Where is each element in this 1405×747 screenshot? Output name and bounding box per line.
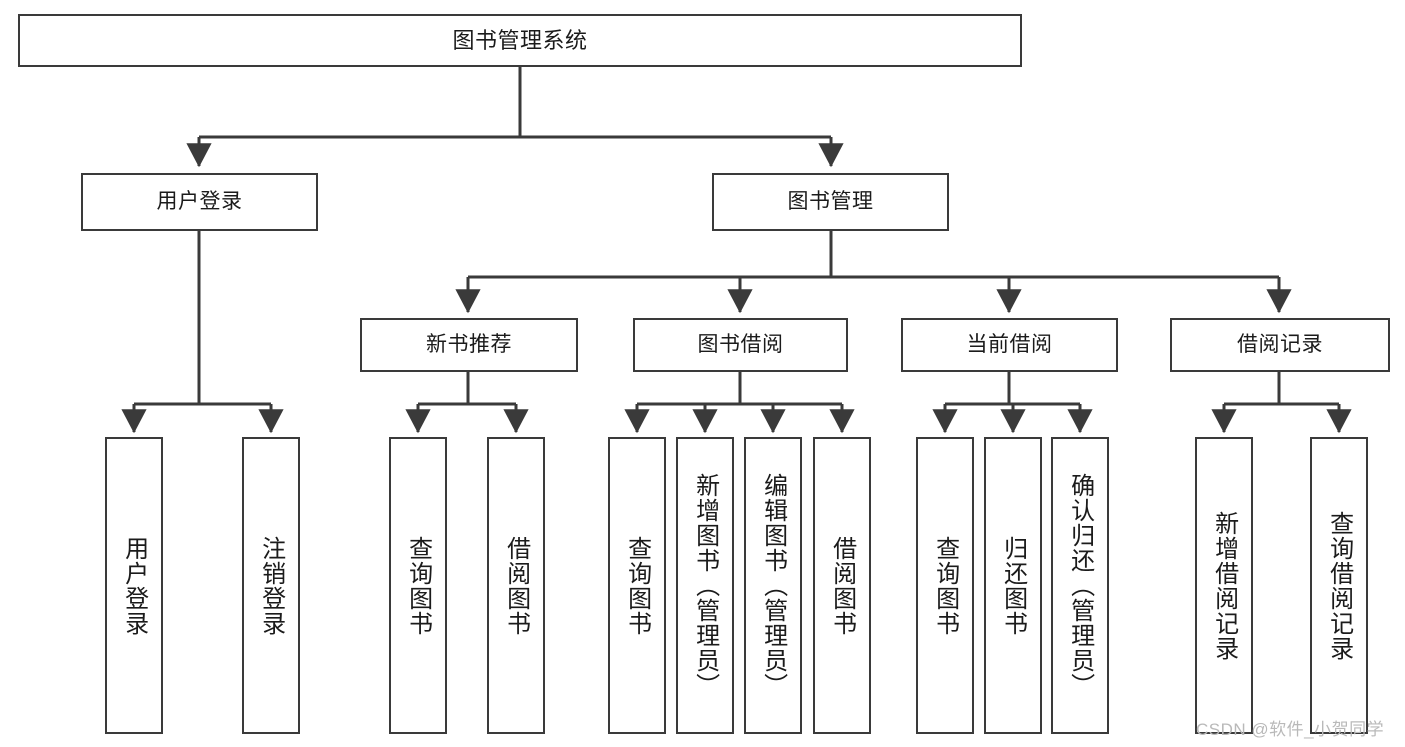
- node-leaf-return-book[interactable]: 归还图书: [984, 437, 1042, 734]
- node-leaf-user-logout[interactable]: 注销登录: [242, 437, 300, 734]
- node-leaf-query-book-3[interactable]: 查询图书: [916, 437, 974, 734]
- node-label: 新增图书（管理员）: [691, 473, 719, 698]
- node-book-borrow[interactable]: 图书借阅: [633, 318, 848, 372]
- node-leaf-query-record[interactable]: 查询借阅记录: [1310, 437, 1368, 734]
- node-label: 新书推荐: [426, 332, 512, 356]
- node-label: 用户登录: [120, 535, 148, 636]
- node-label: 查询图书: [623, 535, 651, 636]
- node-label: 编辑图书（管理员）: [759, 473, 787, 698]
- node-leaf-borrow-book-2[interactable]: 借阅图书: [813, 437, 871, 734]
- node-leaf-add-record[interactable]: 新增借阅记录: [1195, 437, 1253, 734]
- node-label: 注销登录: [257, 535, 285, 636]
- node-label: 图书管理: [787, 189, 874, 213]
- node-leaf-query-book-2[interactable]: 查询图书: [608, 437, 666, 734]
- node-label: 图书借阅: [697, 332, 784, 356]
- node-label: 当前借阅: [966, 332, 1053, 356]
- node-label: 查询借阅记录: [1325, 510, 1353, 661]
- node-leaf-query-book-1[interactable]: 查询图书: [389, 437, 447, 734]
- node-borrow-record[interactable]: 借阅记录: [1170, 318, 1390, 372]
- node-current-borrow[interactable]: 当前借阅: [901, 318, 1118, 372]
- node-label: 图书管理系统: [452, 27, 588, 53]
- node-label: 借阅图书: [502, 535, 530, 636]
- node-leaf-edit-book[interactable]: 编辑图书（管理员）: [744, 437, 802, 734]
- node-leaf-borrow-book-1[interactable]: 借阅图书: [487, 437, 545, 734]
- node-label: 归还图书: [999, 535, 1027, 636]
- node-label: 查询图书: [931, 535, 959, 636]
- node-root-system[interactable]: 图书管理系统: [18, 14, 1022, 67]
- node-label: 借阅记录: [1237, 332, 1323, 356]
- node-leaf-confirm-return[interactable]: 确认归还（管理员）: [1051, 437, 1109, 734]
- node-label: 新增借阅记录: [1210, 510, 1238, 661]
- node-label: 查询图书: [404, 535, 432, 636]
- csdn-watermark: CSDN @软件_小贺同学: [1196, 720, 1385, 739]
- node-new-book-recommend[interactable]: 新书推荐: [360, 318, 578, 372]
- node-leaf-user-login[interactable]: 用户登录: [105, 437, 163, 734]
- node-leaf-add-book[interactable]: 新增图书（管理员）: [676, 437, 734, 734]
- node-label: 确认归还（管理员）: [1066, 473, 1094, 698]
- node-label: 用户登录: [156, 189, 243, 213]
- node-user-login[interactable]: 用户登录: [81, 173, 318, 231]
- node-book-manage[interactable]: 图书管理: [712, 173, 949, 231]
- node-label: 借阅图书: [828, 535, 856, 636]
